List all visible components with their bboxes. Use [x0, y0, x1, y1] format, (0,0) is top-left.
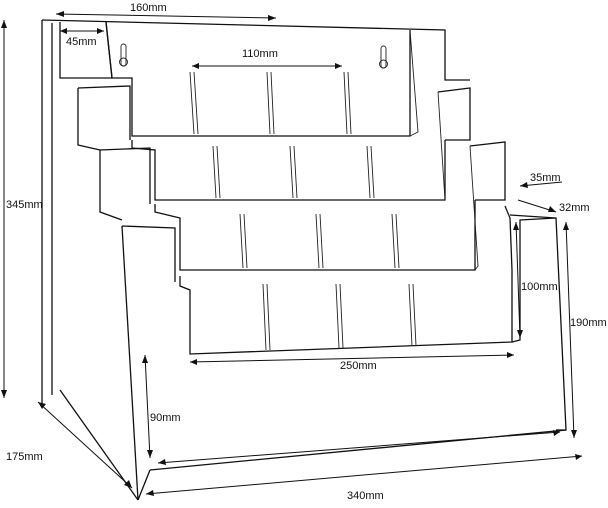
dimension-labels: 160mm 45mm 110mm 345mm 35mm 32mm 100mm 1… — [6, 2, 607, 502]
divider-lines-tier3 — [239, 213, 400, 269]
label-110mm: 110mm — [242, 48, 278, 60]
divider-lines-tier4 — [262, 283, 417, 351]
label-35mm: 35mm — [530, 172, 561, 184]
back-panel — [41, 19, 470, 405]
label-250mm: 250mm — [340, 360, 377, 372]
tier-3-pocket — [99, 141, 506, 271]
hanger-slot-right — [379, 45, 388, 69]
label-175mm: 175mm — [6, 451, 43, 463]
label-190mm: 190mm — [570, 317, 607, 329]
label-32mm: 32mm — [559, 202, 590, 214]
divider-lines-tier2 — [212, 145, 375, 199]
label-90mm: 90mm — [150, 412, 181, 424]
hanger-slot-left — [119, 43, 128, 67]
label-345mm: 345mm — [6, 199, 43, 211]
dimension-lines — [1, 11, 583, 496]
tier-2-pocket — [77, 85, 471, 201]
label-160mm: 160mm — [130, 2, 167, 14]
label-340mm: 340mm — [347, 490, 384, 502]
label-45mm: 45mm — [66, 36, 97, 48]
label-100mm: 100mm — [521, 281, 558, 293]
tier-4-pocket — [121, 205, 513, 501]
divider-lines-tier1 — [189, 71, 352, 135]
